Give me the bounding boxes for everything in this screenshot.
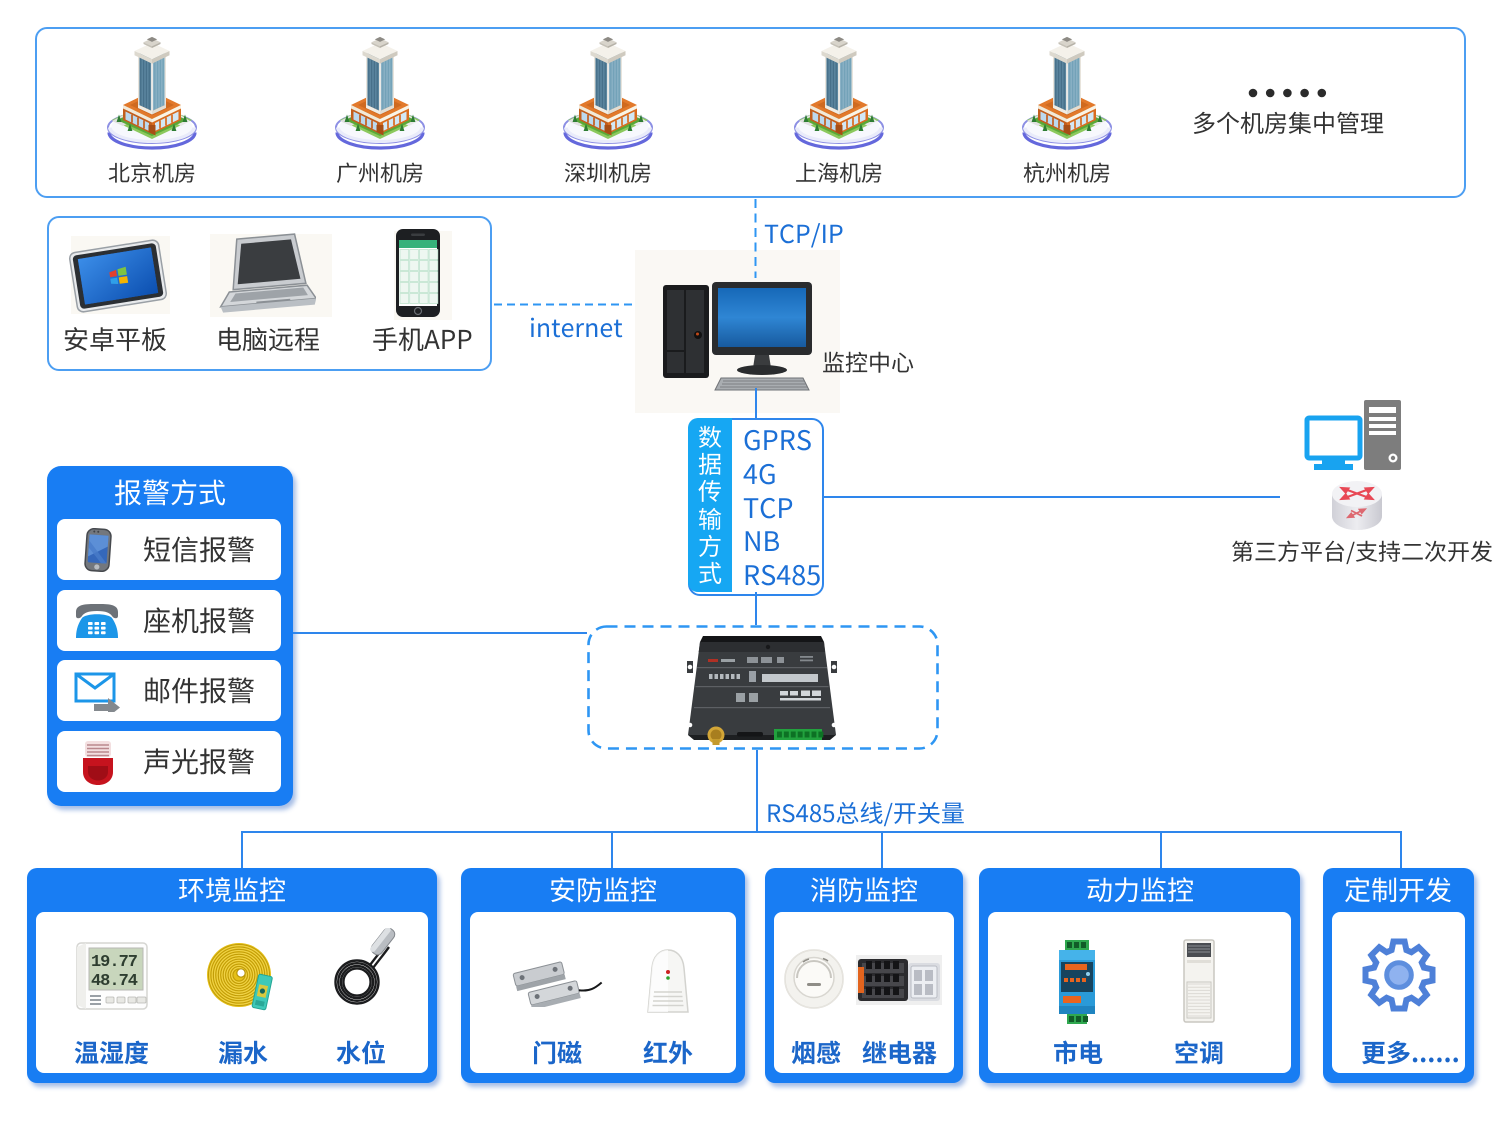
- svg-text:48.74: 48.74: [91, 972, 138, 991]
- svg-text:19.77: 19.77: [91, 953, 138, 972]
